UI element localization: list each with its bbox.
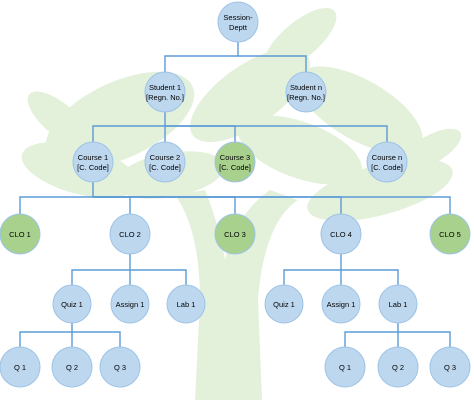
node-lab-1-right-label: Lab 1	[389, 300, 408, 309]
node-assign-1-left: Assign 1	[110, 284, 150, 324]
node-q2-left: Q 2	[51, 346, 93, 388]
node-clo-2: CLO 2	[109, 213, 151, 255]
node-assign-1-right-label: Assign 1	[327, 300, 356, 309]
node-quiz-1-left: Quiz 1	[52, 284, 92, 324]
node-student-n-line1: Student n	[290, 83, 322, 92]
node-assign-1-right: Assign 1	[321, 284, 361, 324]
node-course-2-line1: Course 2	[150, 153, 180, 162]
node-q1-left-label: Q 1	[14, 363, 26, 372]
node-course-n-line2: [C. Code]	[371, 163, 403, 172]
node-clo-3-label: CLO 3	[224, 230, 246, 239]
node-clo-5: CLO 5	[429, 213, 471, 255]
node-quiz-1-right-label: Quiz 1	[273, 300, 295, 309]
node-q3-left-label: Q 3	[114, 363, 126, 372]
node-clo-2-label: CLO 2	[119, 230, 141, 239]
node-lab-1-right: Lab 1	[378, 284, 418, 324]
node-course-1-line1: Course 1	[78, 153, 108, 162]
node-course-2: Course 2 [C. Code]	[144, 141, 186, 183]
node-course-2-line2: [C. Code]	[149, 163, 181, 172]
node-student-1: Student 1 [Regn. No.]	[144, 71, 186, 113]
node-student-1-line1: Student 1	[149, 83, 181, 92]
node-q1-left: Q 1	[0, 346, 41, 388]
node-clo-1: CLO 1	[0, 213, 41, 255]
node-clo-3: CLO 3	[214, 213, 256, 255]
node-session-line1: Session-	[223, 13, 253, 22]
node-q3-right: Q 3	[429, 346, 471, 388]
node-q3-left: Q 3	[99, 346, 141, 388]
node-student-n: Student n [Regn. No.]	[285, 71, 327, 113]
node-course-1: Course 1 [C. Code]	[72, 141, 114, 183]
node-student-n-line2: [Regn. No.]	[287, 93, 325, 102]
node-course-3-line2: [C. Code]	[219, 163, 251, 172]
node-lab-1-left: Lab 1	[166, 284, 206, 324]
connectors	[19, 42, 451, 347]
node-clo-4-label: CLO 4	[330, 230, 352, 239]
node-student-1-line2: [Regn. No.]	[146, 93, 184, 102]
node-course-n-line1: Course n	[372, 153, 402, 162]
node-q1-right: Q 1	[324, 346, 366, 388]
node-course-1-line2: [C. Code]	[77, 163, 109, 172]
node-session-line2: Deptt	[229, 23, 248, 32]
node-q3-right-label: Q 3	[444, 363, 456, 372]
node-session: Session- Deptt	[217, 1, 259, 43]
node-course-3-line1: Course 3	[220, 153, 250, 162]
node-q2-right-label: Q 2	[392, 363, 404, 372]
node-course-3: Course 3 [C. Code]	[214, 141, 256, 183]
tree-background	[21, 7, 462, 400]
node-clo-4: CLO 4	[320, 213, 362, 255]
node-clo-1-label: CLO 1	[9, 230, 31, 239]
node-q2-right: Q 2	[377, 346, 419, 388]
node-q1-right-label: Q 1	[339, 363, 351, 372]
node-q2-left-label: Q 2	[66, 363, 78, 372]
node-quiz-1-left-label: Quiz 1	[61, 300, 83, 309]
node-quiz-1-right: Quiz 1	[264, 284, 304, 324]
node-lab-1-left-label: Lab 1	[177, 300, 196, 309]
node-assign-1-left-label: Assign 1	[116, 300, 145, 309]
node-course-n: Course n [C. Code]	[366, 141, 408, 183]
node-clo-5-label: CLO 5	[439, 230, 461, 239]
